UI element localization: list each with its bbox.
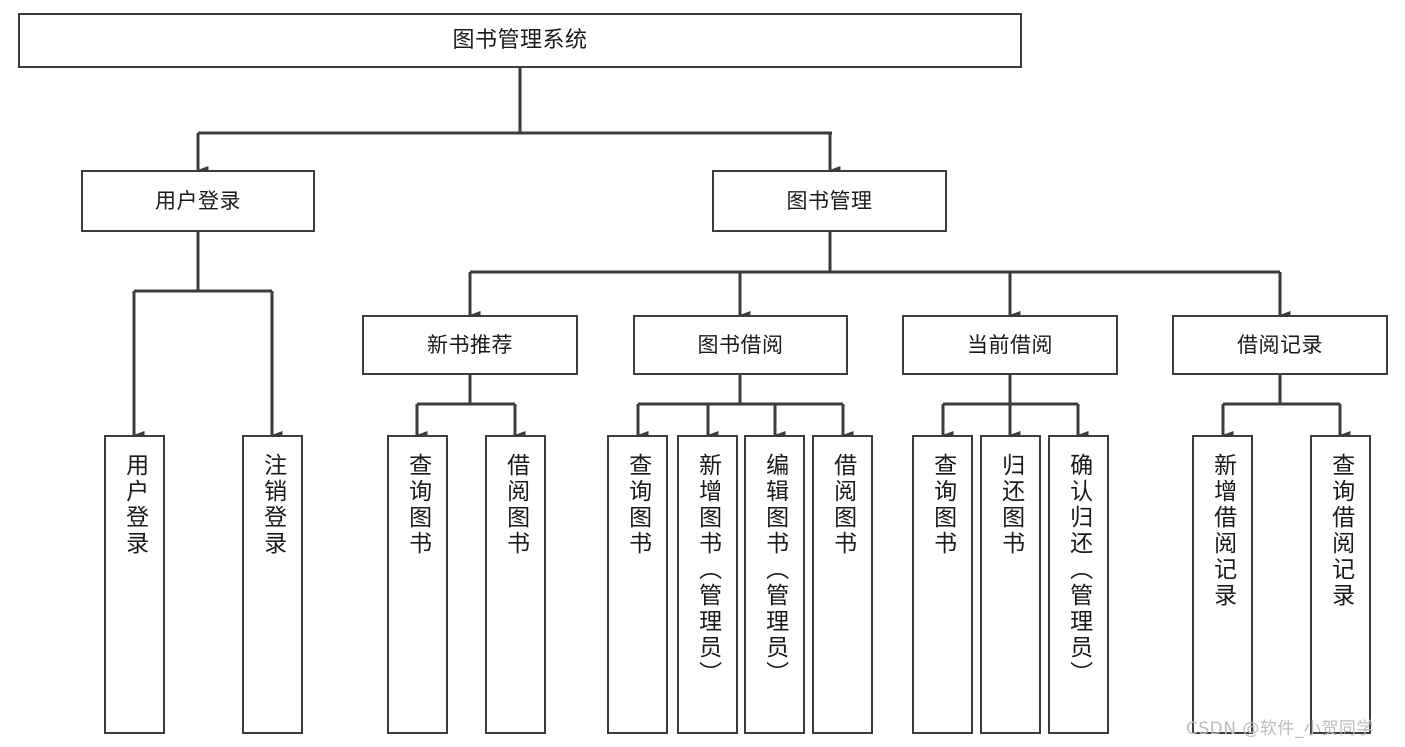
node-leaf-query-record[interactable]: 查询借阅记录 [1310,435,1371,734]
node-leaf-query-book-1[interactable]: 查询图书 [387,435,448,734]
node-leaf-logout-login[interactable]: 注销登录 [242,435,303,734]
node-leaf-borrow-book-1[interactable]: 借阅图书 [485,435,546,734]
node-label: 图书借阅 [697,332,784,357]
node-label: 注销登录 [259,453,286,557]
node-book-management[interactable]: 图书管理 [712,170,947,232]
node-label: 查询图书 [624,453,651,557]
node-borrow-record[interactable]: 借阅记录 [1172,315,1388,375]
node-book-management-system[interactable]: 图书管理系统 [18,13,1022,68]
node-new-book-recommend[interactable]: 新书推荐 [362,315,578,375]
node-leaf-user-login[interactable]: 用户登录 [104,435,165,734]
node-leaf-add-record[interactable]: 新增借阅记录 [1192,435,1253,734]
node-label: 查询图书 [929,453,956,557]
node-leaf-borrow-book-2[interactable]: 借阅图书 [812,435,873,734]
node-label: 查询图书 [404,453,431,557]
node-label: 新增借阅记录 [1209,453,1236,609]
node-label: 图书管理系统 [452,27,588,53]
node-label: 借阅图书 [829,453,856,557]
node-label: 确认归还（管理员） [1065,453,1092,687]
node-label: 借阅图书 [502,453,529,557]
node-label: 用户登录 [121,453,148,557]
node-label: 借阅记录 [1237,332,1323,357]
node-leaf-query-book-2[interactable]: 查询图书 [607,435,668,734]
node-label: 编辑图书（管理员） [761,453,788,687]
node-leaf-confirm-return[interactable]: 确认归还（管理员） [1048,435,1109,734]
node-leaf-edit-book[interactable]: 编辑图书（管理员） [744,435,805,734]
node-leaf-return-book[interactable]: 归还图书 [980,435,1041,734]
node-label: 归还图书 [997,453,1024,557]
node-current-borrow[interactable]: 当前借阅 [902,315,1118,375]
node-leaf-query-book-3[interactable]: 查询图书 [912,435,973,734]
node-leaf-add-book[interactable]: 新增图书（管理员） [677,435,738,734]
node-label: 查询借阅记录 [1327,453,1354,609]
node-label: 新增图书（管理员） [694,453,721,687]
node-book-borrow[interactable]: 图书借阅 [633,315,848,375]
node-user-login[interactable]: 用户登录 [81,170,315,232]
node-label: 当前借阅 [967,332,1053,357]
node-label: 用户登录 [155,188,241,213]
csdn-watermark: CSDN @软件_小贺同学 [1186,719,1374,739]
node-label: 图书管理 [786,188,873,213]
node-label: 新书推荐 [427,332,513,357]
